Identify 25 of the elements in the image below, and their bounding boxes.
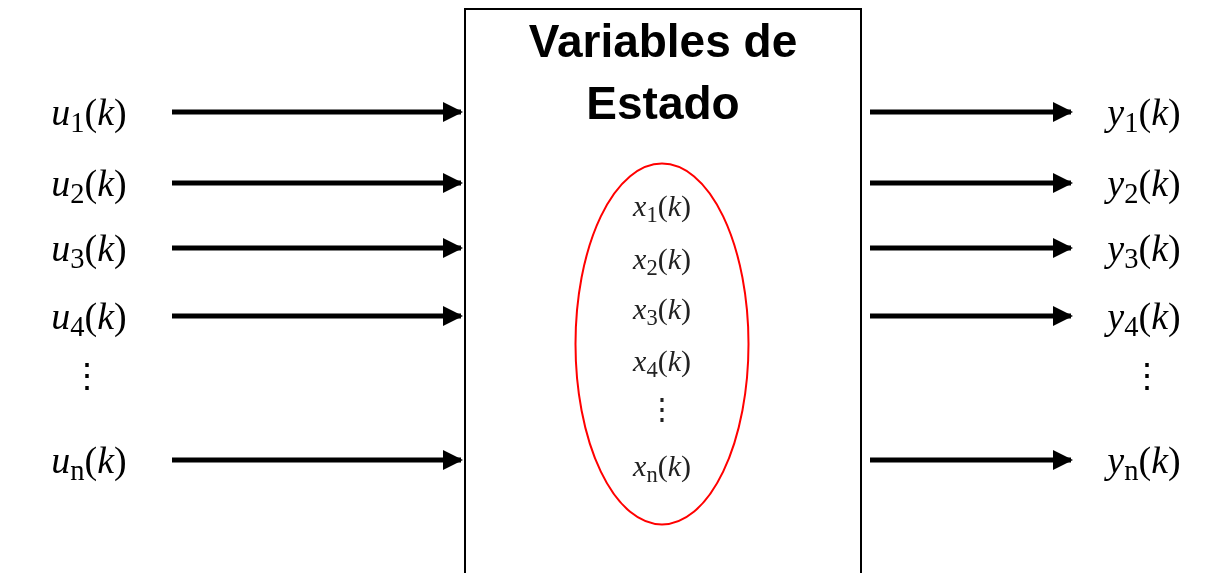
arrow bbox=[172, 238, 463, 258]
arrow bbox=[172, 306, 463, 326]
arrow bbox=[870, 173, 1073, 193]
arrow bbox=[870, 450, 1073, 470]
box-title: Variables de Estado bbox=[527, 14, 799, 131]
state-variable: x$_{4}$(k) bbox=[633, 343, 691, 379]
arrow bbox=[870, 306, 1073, 326]
signal-label: u$_{n}$(k) bbox=[51, 438, 127, 482]
signal-label: u$_{3}$(k) bbox=[51, 226, 127, 270]
state-variable: ⋮ bbox=[647, 391, 677, 427]
arrow bbox=[870, 238, 1073, 258]
signal-label: u$_{2}$(k) bbox=[51, 161, 127, 205]
signal-label: u$_{4}$(k) bbox=[51, 294, 127, 338]
state-variable: x$_{n}$(k) bbox=[633, 448, 691, 484]
state-variable: x$_{2}$(k) bbox=[633, 241, 691, 277]
signal-label: u$_{1}$(k) bbox=[51, 90, 127, 134]
system-box bbox=[464, 8, 862, 573]
arrow bbox=[172, 102, 463, 122]
state-variable: x$_{1}$(k) bbox=[633, 188, 691, 224]
ellipsis-dots: ⋮ bbox=[70, 355, 104, 395]
arrow bbox=[172, 450, 463, 470]
arrow bbox=[870, 102, 1073, 122]
arrow bbox=[172, 173, 463, 193]
state-variable: x$_{3}$(k) bbox=[633, 291, 691, 327]
ellipsis-dots: ⋮ bbox=[1130, 355, 1164, 395]
